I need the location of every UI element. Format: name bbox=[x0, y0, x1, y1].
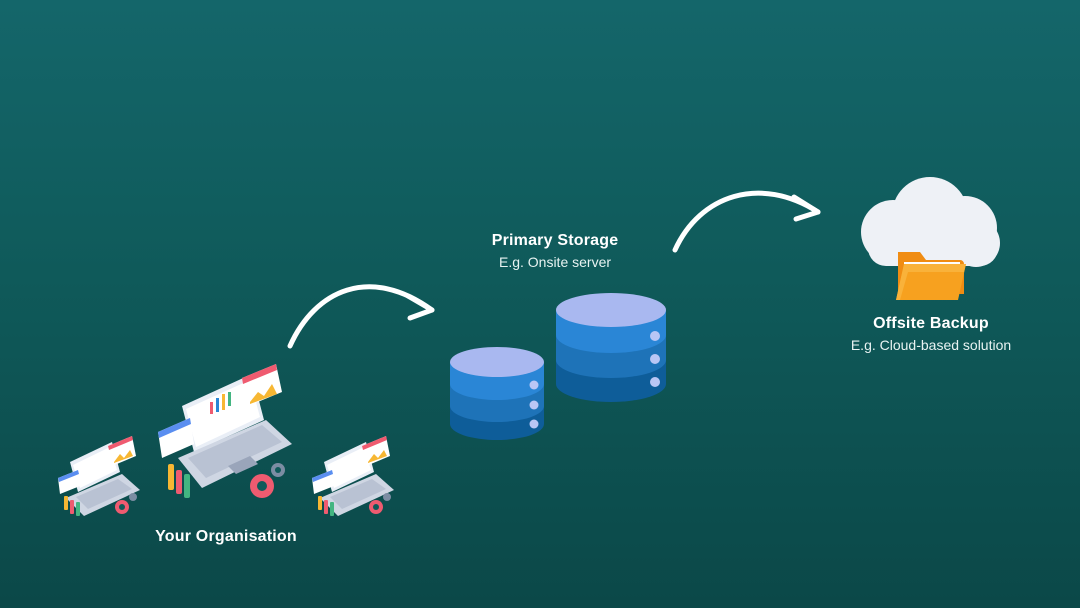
laptop-dashboard-icon bbox=[312, 436, 394, 516]
offsite-backup-label: Offsite Backup E.g. Cloud-based solution bbox=[851, 315, 1011, 353]
organisation-label: Your Organisation bbox=[155, 528, 297, 546]
database-icon bbox=[556, 293, 666, 402]
laptop-dashboard-icon bbox=[58, 436, 140, 516]
curved-arrow-icon bbox=[287, 284, 435, 349]
cloud-folder-icon bbox=[861, 177, 1000, 300]
primary-storage-subtitle: E.g. Onsite server bbox=[498, 254, 612, 270]
offsite-backup-title: Offsite Backup bbox=[873, 315, 989, 332]
laptop-dashboard-icon bbox=[158, 364, 292, 498]
primary-storage-label: Primary Storage E.g. Onsite server bbox=[492, 232, 619, 270]
organisation-title: Your Organisation bbox=[155, 528, 297, 545]
curved-arrow-icon bbox=[672, 190, 821, 253]
offsite-backup-subtitle: E.g. Cloud-based solution bbox=[850, 337, 1012, 353]
primary-storage-title: Primary Storage bbox=[491, 232, 619, 249]
database-icon bbox=[450, 347, 544, 440]
